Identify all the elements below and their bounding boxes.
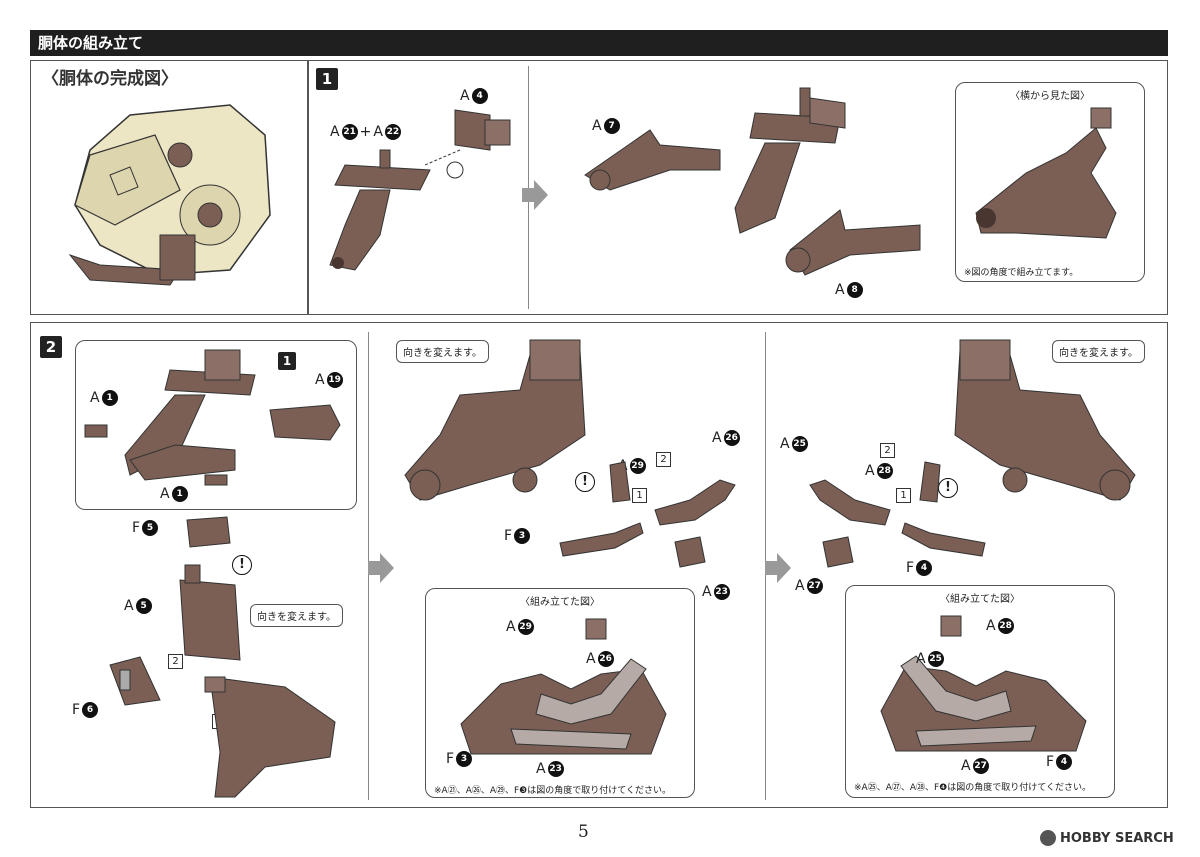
part-f3 (559, 522, 644, 557)
next-arrow-step1 (522, 180, 548, 210)
part-a8 (785, 209, 921, 276)
assembled-note-middle: ※A㉑、A㉖、A㉙、F❸は図の角度で取り付けてください。 (434, 786, 671, 796)
part-step2-base (84, 349, 341, 486)
part-a4 (424, 109, 511, 179)
torso-complete-illustration (68, 104, 271, 286)
box2-middle: 2 (656, 452, 671, 467)
part-right-body (954, 339, 1136, 501)
part-a26 (654, 479, 736, 526)
part-a28 (919, 461, 941, 503)
callout-right: 向きを変えます。 (1052, 340, 1145, 363)
callout-middle: 向きを変えます。 (396, 340, 489, 363)
assembled-illustration-middle (460, 618, 667, 755)
page-number: 5 (578, 822, 589, 842)
step1-number: 1 (316, 68, 338, 90)
part-f4 (901, 522, 986, 557)
watermark: HOBBY SEARCH (1040, 830, 1174, 846)
watermark-text: HOBBY SEARCH (1060, 830, 1174, 846)
complete-view-title: 〈胴体の完成図〉 (42, 69, 178, 89)
box1-right: 1 (896, 488, 911, 503)
step1-divider (528, 66, 529, 309)
warning-middle: ! (575, 472, 595, 492)
assembled-note-right: ※A㉕、A㉗、A㉘、F❹は図の角度で取り付けてください。 (854, 783, 1091, 793)
side-view-title: 〈横から見た図〉 (1010, 91, 1090, 102)
assembled-illustration-right (880, 615, 1087, 752)
part-a21-a22 (329, 149, 431, 271)
watermark-logo-icon (1040, 830, 1056, 846)
part-f5 (186, 516, 231, 548)
box1-middle: 1 (632, 488, 647, 503)
assembled-title-middle: 〈組み立てた図〉 (520, 597, 600, 608)
side-view-illustration (975, 107, 1117, 239)
part-a7-body (734, 87, 846, 234)
side-view-box: 〈横から見た図〉 ※図の角度で組み立てます。 (955, 82, 1145, 282)
part-a27 (822, 536, 854, 568)
part-a23 (674, 536, 706, 568)
callout-left: 向きを変えます。 (250, 604, 343, 627)
part-step2-frame (204, 676, 336, 798)
next-arrow-2a (368, 553, 394, 583)
part-a25 (809, 479, 891, 526)
step2-number: 2 (40, 336, 62, 358)
assembled-title-right: 〈組み立てた図〉 (940, 594, 1020, 605)
part-a29 (609, 461, 631, 503)
warning-left: ! (232, 555, 252, 575)
box2-right: 2 (880, 443, 895, 458)
ref-step1-badge: 1 (278, 352, 296, 370)
next-arrow-2b (765, 553, 791, 583)
side-view-note: ※図の角度で組み立てます。 (964, 268, 1079, 278)
box2-left: 2 (168, 654, 183, 669)
part-a7 (584, 129, 721, 191)
part-f6 (109, 656, 161, 706)
part-a5 (179, 564, 241, 661)
section-header: 胴体の組み立て (30, 30, 1168, 56)
part-middle-body (404, 339, 586, 501)
